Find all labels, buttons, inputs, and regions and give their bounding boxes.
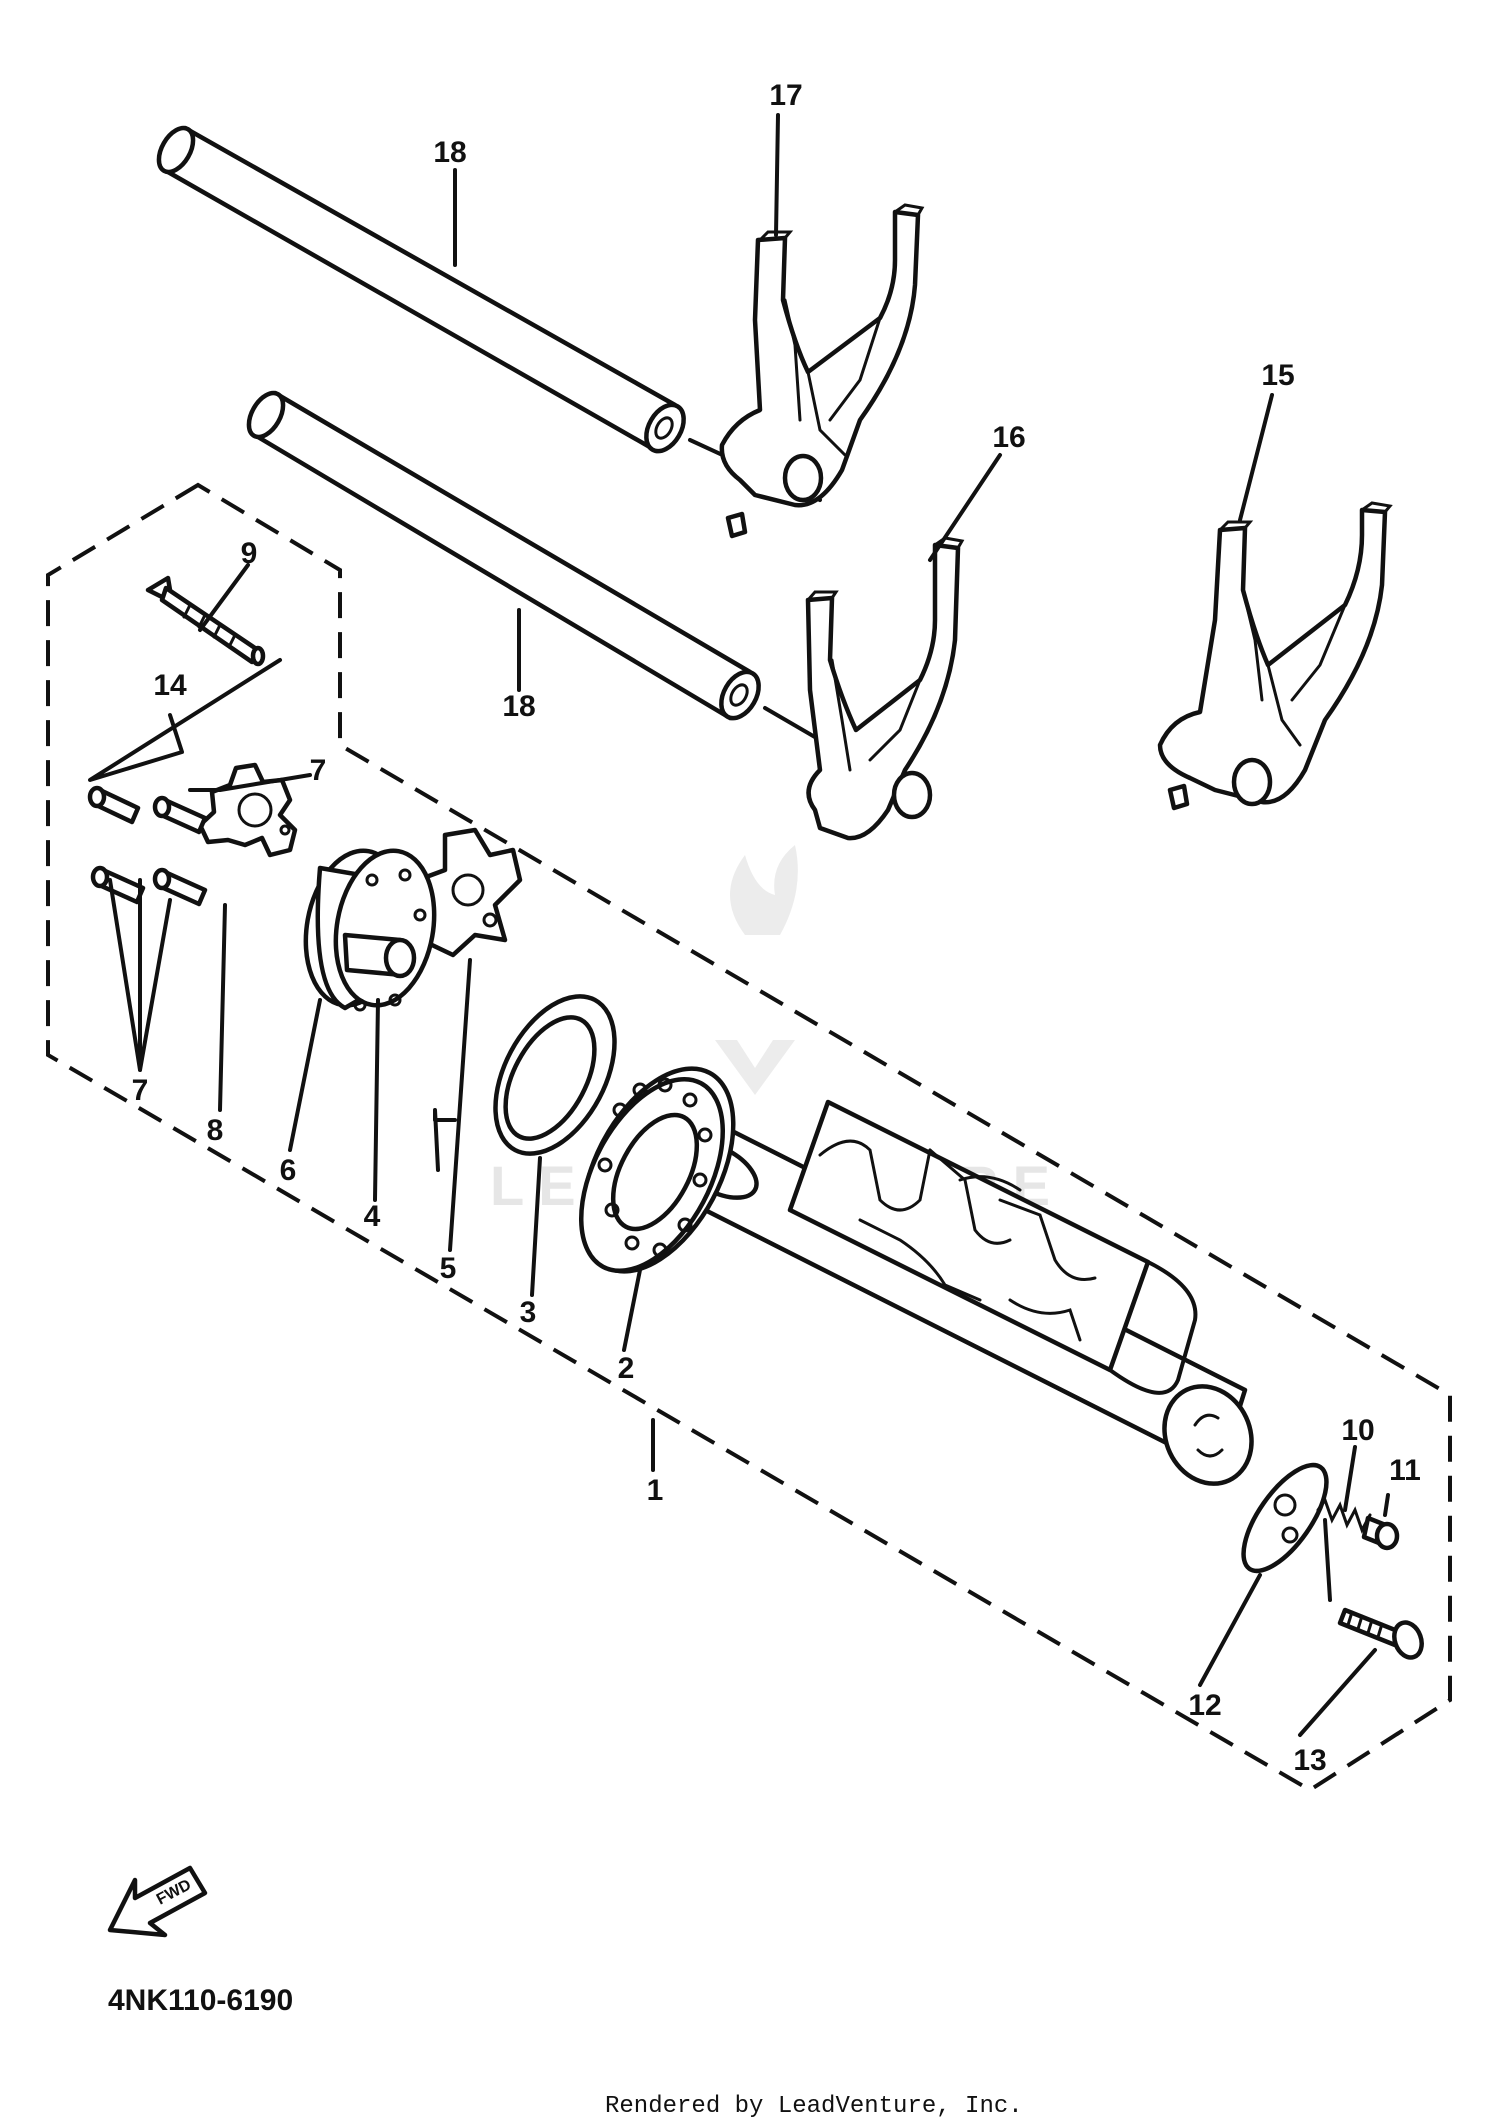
callout-8: 8 — [207, 1114, 224, 1147]
screw-9 — [145, 575, 266, 667]
shift-fork-17 — [719, 203, 925, 539]
callout-4: 4 — [364, 1200, 381, 1233]
plate-12 — [1241, 1462, 1329, 1574]
callout-12: 12 — [1188, 1689, 1221, 1722]
fwd-arrow-icon: FWD — [107, 1865, 208, 1938]
callout-11: 11 — [1389, 1454, 1421, 1487]
callout-7-upper: 7 — [310, 754, 327, 787]
shift-fork-15 — [1157, 501, 1393, 811]
footer-credit: Rendered by LeadVenture, Inc. — [605, 2093, 1023, 2120]
bearing — [578, 1066, 736, 1274]
callout-16: 16 — [992, 421, 1025, 454]
callout-18-lower: 18 — [502, 690, 535, 723]
callout-2: 2 — [618, 1352, 635, 1385]
leader-lines — [88, 113, 1390, 1737]
callout-1: 1 — [647, 1474, 664, 1507]
shift-drum — [677, 1099, 1254, 1486]
shift-fork-16 — [805, 536, 965, 841]
ball-11 — [1361, 1515, 1400, 1551]
callout-10: 10 — [1341, 1414, 1374, 1447]
screw-13 — [1337, 1607, 1424, 1660]
callout-3: 3 — [520, 1296, 537, 1329]
callouts: 17 18 18 16 15 9 14 7 7 8 6 4 5 3 2 1 10… — [132, 79, 1421, 1777]
part-code: 4NK110-6190 — [108, 1984, 293, 2017]
ring — [493, 994, 617, 1156]
holder — [303, 848, 437, 1012]
callout-7-lower: 7 — [132, 1074, 149, 1107]
pins-7 — [87, 785, 208, 907]
callout-17: 17 — [769, 79, 802, 112]
shift-rod-upper — [156, 125, 822, 502]
callout-13: 13 — [1293, 1744, 1326, 1777]
callout-5: 5 — [440, 1252, 457, 1285]
callout-14: 14 — [153, 669, 187, 702]
assembly-outline — [46, 482, 1452, 1793]
callout-6: 6 — [280, 1154, 297, 1187]
callout-15: 15 — [1261, 359, 1294, 392]
callout-9: 9 — [241, 537, 258, 570]
callout-18-upper: 18 — [433, 136, 466, 169]
spring — [1316, 1496, 1372, 1534]
shift-rod-lower — [246, 390, 822, 742]
